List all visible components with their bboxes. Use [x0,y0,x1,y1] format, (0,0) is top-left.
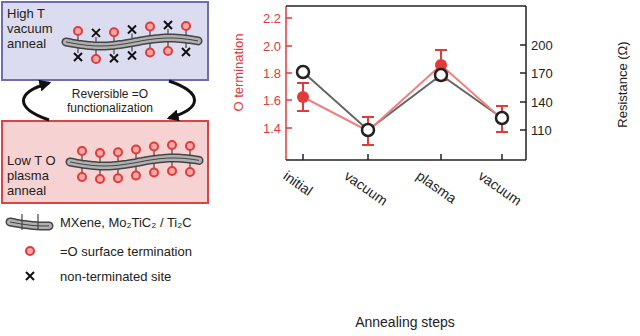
bond [117,156,118,161]
mxene-sheet [66,38,198,46]
o-termination [96,149,104,157]
plasma-anneal-box: Low T O plasma anneal [1,120,209,204]
o-termination [132,146,140,154]
right-tick: 200 [531,38,553,53]
bond [95,50,96,55]
bond [153,163,154,168]
right-axis-title: Resistance (Ω) [614,41,629,127]
mxene-sheet [70,158,199,166]
legend-x-sample [26,272,34,280]
o-termination [182,22,190,30]
legend-mxene-sample [37,214,38,230]
mxene-sheet [66,38,198,46]
o-termination [110,28,118,36]
bond [81,155,82,160]
vacant-site [92,29,100,37]
left-tick: 2.0 [263,39,281,54]
bond [171,149,172,154]
o-termination [92,55,100,63]
o-termination [186,168,194,176]
o-termination-series [297,50,508,145]
legend-text: non-terminated site [60,269,171,284]
x-tick: vacuum [475,167,524,208]
resistance-markers [297,66,508,136]
bond [113,49,114,54]
o-termination [114,174,122,182]
legend-text: MXene, Mo₂TiC₂ / Ti₂C [60,215,192,230]
o-termination [150,142,158,150]
o-termination [78,173,86,181]
legend-mxene-sample [10,222,49,226]
o-termination [164,47,172,55]
bond [131,34,132,39]
box-label: High T vacuum anneal [7,6,61,51]
bond [77,48,78,53]
cycle-arrow [169,81,195,118]
mxene-sheet [70,158,199,166]
legend-mxene-sample [21,214,22,230]
right-tick: 110 [531,123,552,138]
resistance-series [303,72,502,130]
cycle-arrow [24,83,50,120]
cycle-label: Reversible =O functionalization [62,87,158,115]
vacant-site [74,53,82,61]
x-axis-title: Annealing steps [355,314,455,330]
o-termination [168,141,176,149]
vacant-site [182,48,190,56]
chart-frame [286,6,526,160]
left-tick: 1.4 [263,121,281,136]
x-tick: vacuum [341,167,390,208]
o-termination [96,175,104,183]
mxene-sheet [70,158,199,166]
bond [185,30,186,35]
bond [77,35,78,40]
left-tick: 1.6 [263,93,281,108]
right-tick: 170 [531,66,553,81]
left-tick: 1.8 [263,66,281,81]
o-termination [78,147,86,155]
legend-mxene-sample [10,222,49,226]
bond [117,169,118,174]
bond [149,43,150,48]
bond [99,157,100,162]
o-termination [132,172,140,180]
left-axis-title: O termination [230,33,245,111]
x-tick: plasma [413,167,459,206]
bond [171,162,172,167]
bond [95,37,96,42]
vacant-site [164,21,172,29]
vacant-site [110,54,118,62]
o-termination [150,168,158,176]
bond [131,47,132,52]
x-tick: initial [280,167,315,198]
legend-mxene-sample [10,222,49,226]
bond [189,150,190,155]
bond [135,167,136,172]
bond [153,150,154,155]
o-termination [146,48,154,56]
mxene-sheet [66,38,198,46]
bond [99,170,100,175]
o-termination [74,27,82,35]
bond [149,30,150,35]
bond [167,42,168,47]
o-termination [146,22,154,30]
bond [185,43,186,48]
o-termination [114,148,122,156]
right-tick: 140 [531,95,553,110]
vacuum-anneal-box: High T vacuum anneal [1,1,209,81]
bond [113,36,114,41]
legend-text: =O surface termination [60,244,192,259]
bond [167,29,168,34]
bond [189,163,190,168]
o-termination [186,142,194,150]
o-termination [168,167,176,175]
bond [81,168,82,173]
legend-o-sample [26,247,34,255]
bond [135,154,136,159]
left-tick: 2.2 [263,11,281,26]
box-label: Low T O plasma anneal [7,153,65,198]
vacant-site [128,26,136,34]
vacant-site [128,52,136,60]
